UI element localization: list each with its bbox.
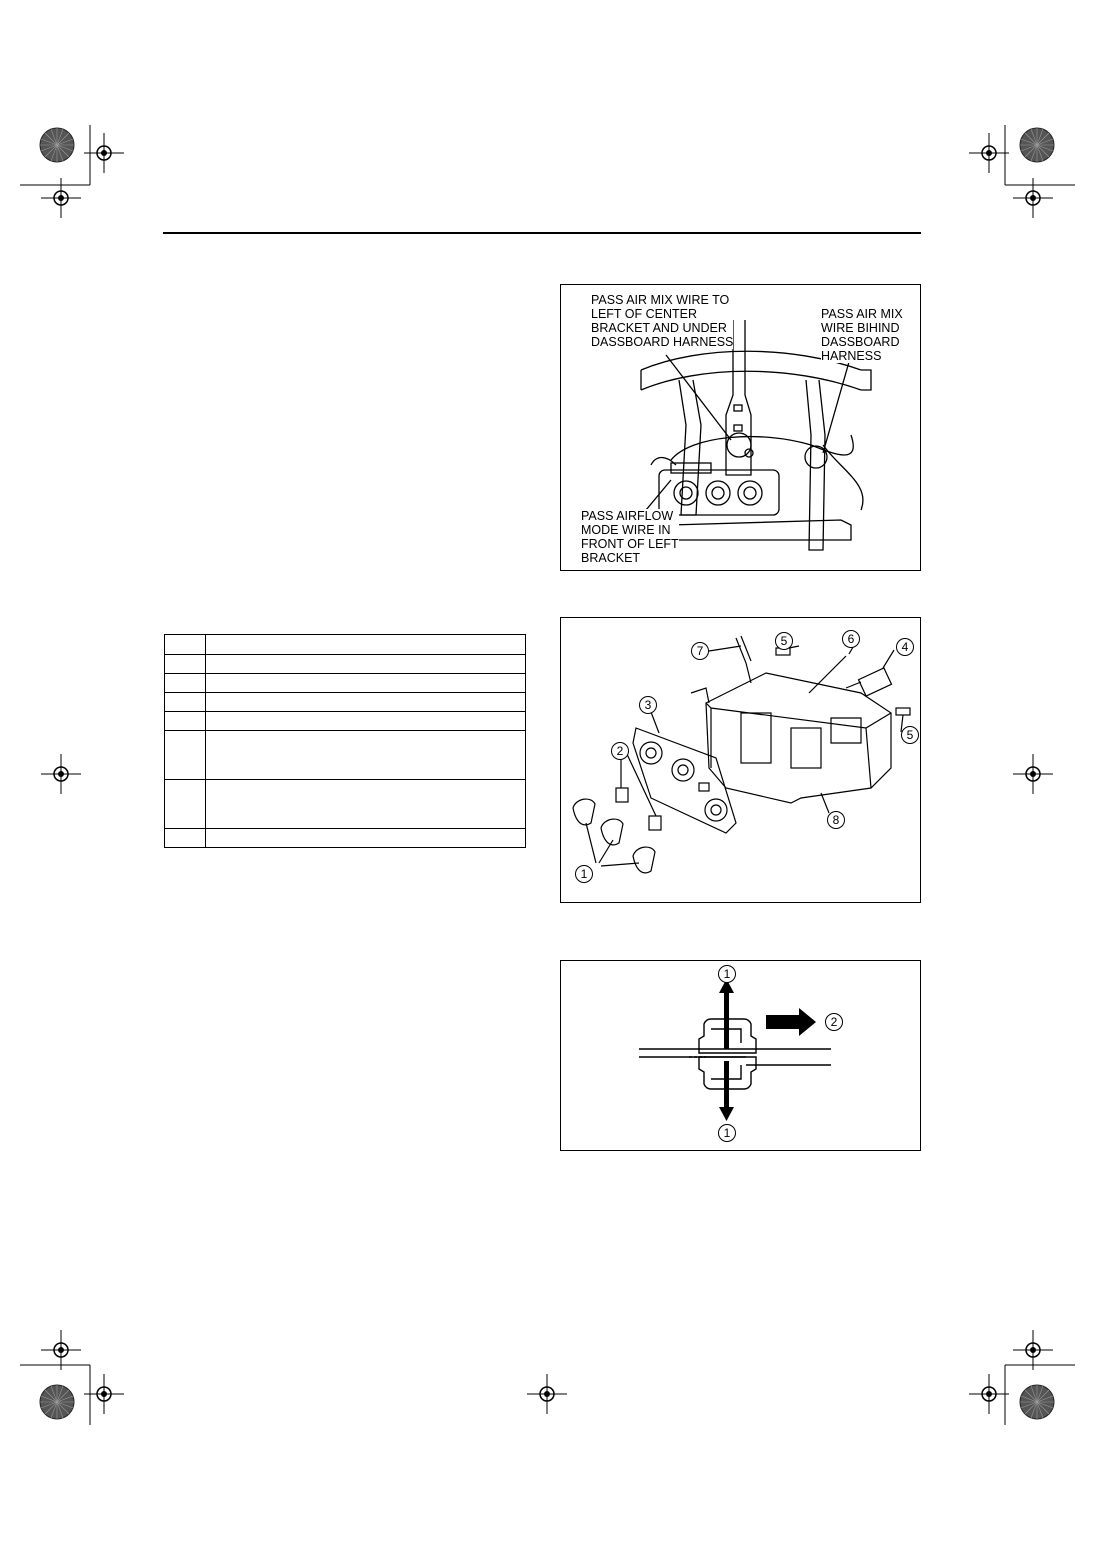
callout-air-mix-left: PASS AIR MIX WIRE TO LEFT OF CENTER BRAC…	[591, 293, 734, 349]
reference-table	[164, 634, 526, 848]
exploded-view-illustration	[572, 635, 911, 874]
table-row	[164, 692, 526, 712]
table-row	[164, 711, 526, 731]
callout-number: 3	[639, 696, 657, 714]
table-row	[164, 654, 526, 674]
callout-number: 7	[691, 642, 709, 660]
table-row	[164, 634, 526, 655]
table-row	[164, 730, 526, 780]
callout-airflow-mode: PASS AIRFLOW MODE WIRE IN FRONT OF LEFT …	[581, 509, 679, 565]
header-rule	[163, 232, 921, 234]
callout-air-mix-behind: PASS AIR MIX WIRE BIHIND DASSBOARD HARNE…	[821, 307, 903, 363]
table-row	[164, 673, 526, 693]
figure-clip-release: 1 1 2	[560, 960, 921, 1151]
callout-number: 8	[827, 811, 845, 829]
callout-number: 6	[842, 630, 860, 648]
figure-wire-routing: PASS AIR MIX WIRE TO LEFT OF CENTER BRAC…	[560, 284, 921, 571]
figure-exploded-view: 1 2 3 4 5 5 6 7 8	[560, 617, 921, 903]
callout-number: 1	[718, 1124, 736, 1142]
table-row	[164, 779, 526, 829]
callout-number: 5	[901, 726, 919, 744]
callout-number: 1	[718, 965, 736, 983]
clip-release-illustration	[639, 979, 831, 1121]
callout-number: 2	[611, 742, 629, 760]
callout-number: 1	[575, 865, 593, 883]
callout-number: 5	[775, 632, 793, 650]
callout-number: 2	[825, 1013, 843, 1031]
callout-number: 4	[896, 638, 914, 656]
table-row	[164, 828, 526, 848]
